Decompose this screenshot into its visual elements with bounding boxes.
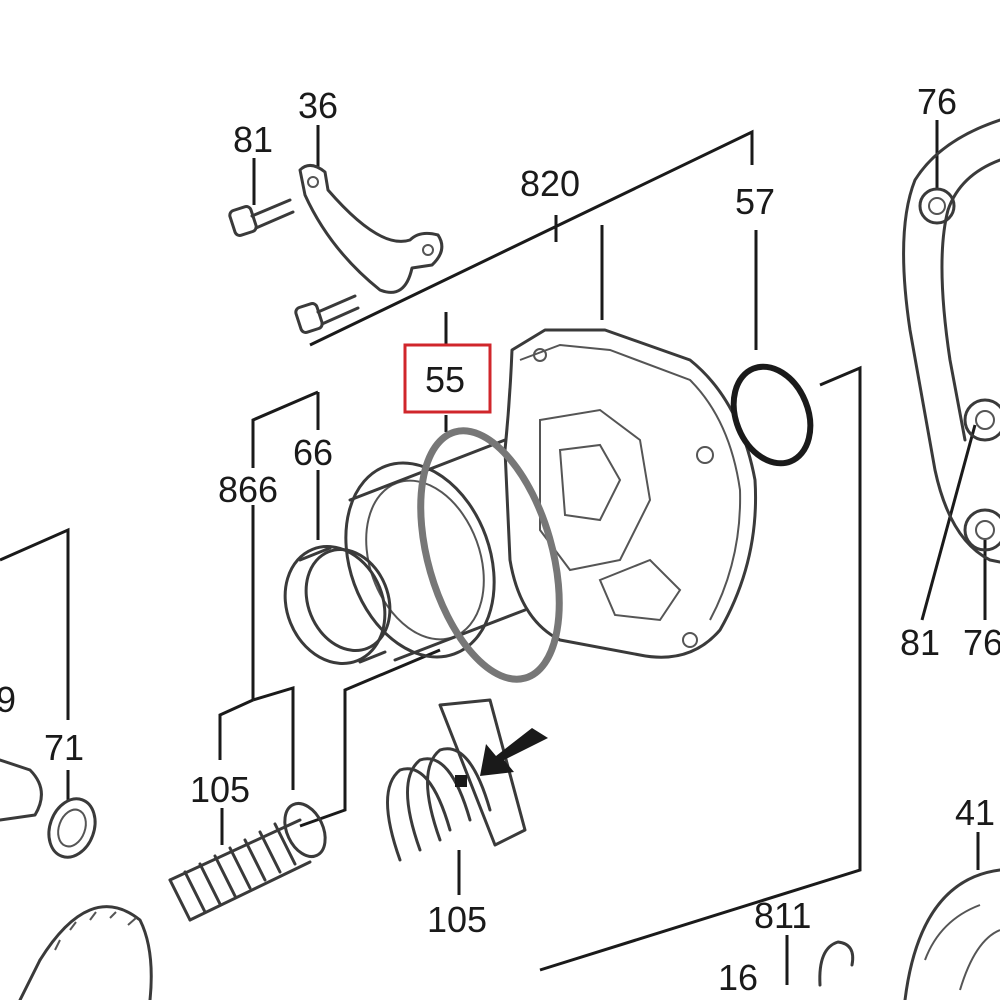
label-41: 41 [955,792,995,833]
highlight-box-55 [403,343,492,414]
clip-811 [818,940,855,987]
label-820: 820 [520,163,580,204]
oring-57 [730,363,814,467]
label-57: 57 [735,181,775,222]
spring-105-left [168,802,327,922]
label-16: 16 [718,957,758,998]
arrow-indicator [480,728,548,776]
oring-55 [417,427,563,683]
label-811: 811 [754,895,811,936]
label-71: 71 [44,727,84,768]
gear-housing-820 [503,328,758,659]
bolt-81-lower [294,294,360,334]
washer-71 [47,797,97,859]
label-36: 36 [298,85,338,126]
label-105-left: 105 [190,769,250,810]
part-labels: 36 81 820 57 76 55 66 866 9 71 105 105 8… [0,81,1000,998]
label-66: 66 [293,432,333,473]
gear-left-bottom [18,905,153,1000]
label-81-right: 81 [900,622,940,663]
label-55: 55 [425,359,465,400]
gear-41 [903,868,1000,1000]
label-81-top: 81 [233,119,273,160]
spring-105-bottom [386,698,527,862]
shaft-left [0,758,43,822]
clamp-36 [298,164,444,294]
ring-66 [283,545,392,665]
bolt-81-top [228,198,295,237]
label-866: 866 [218,469,278,510]
label-76-top: 76 [917,81,957,122]
label-9: 9 [0,679,16,720]
leader-lines [0,120,987,985]
label-76-right: 76 [963,622,1000,663]
housing-right [902,118,1000,564]
label-105-bottom: 105 [427,899,487,940]
